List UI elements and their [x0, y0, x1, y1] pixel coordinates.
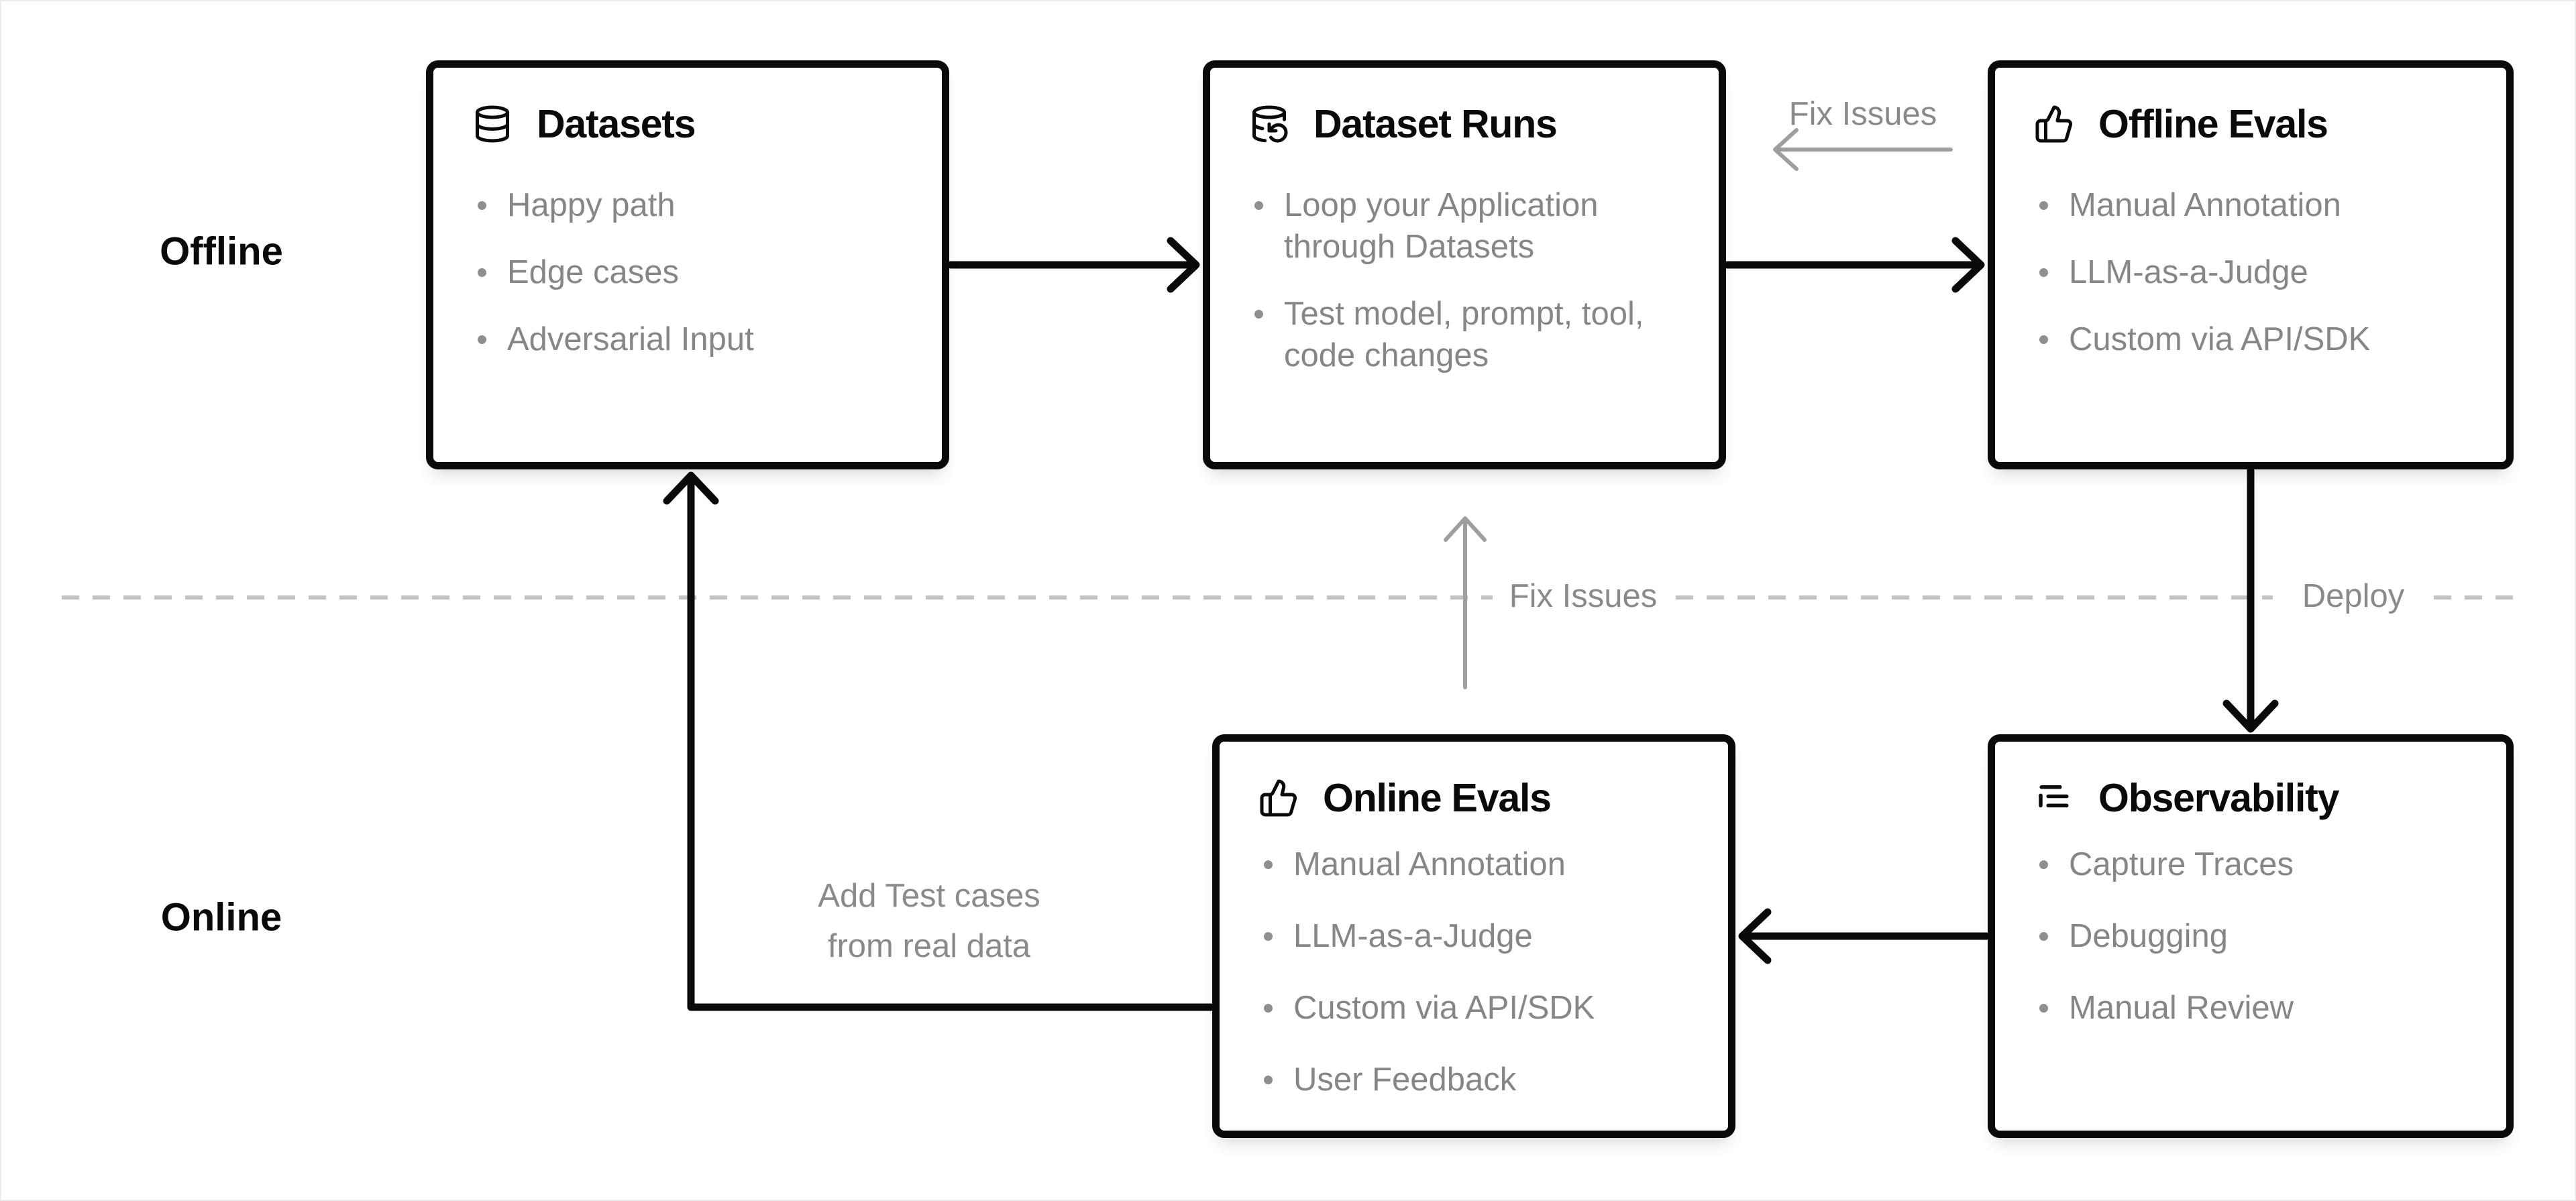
lane-label-offline: Offline	[160, 229, 283, 274]
list-item: User Feedback	[1258, 1059, 1689, 1100]
box-datasets-header: Datasets	[472, 99, 903, 150]
edge-label-add-test-cases-line1: Add Test cases	[818, 878, 1040, 914]
edge-label-fix-issues-top: Fix Issues	[1788, 96, 1937, 132]
trace-list-icon	[2039, 785, 2069, 807]
list-item: Manual Review	[2034, 987, 2467, 1029]
box-dataset-runs-header: Dataset Runs	[1249, 99, 1680, 150]
box-datasets-list: Happy path Edge cases Adversarial Input	[472, 184, 903, 360]
thumbs-up-icon	[2035, 105, 2073, 143]
box-title: Online Evals	[1323, 776, 1552, 820]
box-observability-list: Capture Traces Debugging Manual Review	[2034, 844, 2467, 1029]
edge-label-deploy: Deploy	[2302, 578, 2405, 614]
list-item: Happy path	[472, 184, 903, 226]
edge-label-add-test-cases: Add Test cases from real data	[818, 871, 1040, 972]
list-item: Manual Annotation	[1258, 844, 1689, 885]
box-offline-evals: Offline Evals Manual Annotation LLM-as-a…	[1988, 60, 2514, 469]
arrow-fix-issues-top	[1773, 128, 1953, 171]
list-item: LLM-as-a-Judge	[1258, 915, 1689, 957]
edge-label-add-test-cases-line2: from real data	[827, 928, 1031, 964]
box-dataset-runs-list: Loop your Application through Datasets T…	[1249, 184, 1680, 376]
arrow-datasets-to-dataset-runs	[947, 237, 1200, 293]
box-offline-evals-header: Offline Evals	[2034, 99, 2467, 150]
list-item: Debugging	[2034, 915, 2467, 957]
list-item: Edge cases	[472, 251, 903, 293]
arrow-offline-evals-to-observability-deploy	[2222, 467, 2279, 733]
list-item: Custom via API/SDK	[2034, 319, 2467, 360]
list-item: Loop your Application through Datasets	[1249, 184, 1680, 268]
box-title: Datasets	[537, 102, 696, 146]
arrow-online-evals-to-datasets	[663, 471, 1215, 1011]
arrow-dataset-runs-to-offline-evals	[1723, 237, 1985, 293]
box-title: Dataset Runs	[1313, 102, 1558, 146]
list-item: LLM-as-a-Judge	[2034, 251, 2467, 293]
box-observability-header: Observability	[2034, 773, 2467, 823]
database-icon	[476, 105, 509, 143]
box-title: Offline Evals	[2098, 102, 2328, 146]
list-item: Adversarial Input	[472, 319, 903, 360]
box-observability: Observability Capture Traces Debugging M…	[1988, 734, 2514, 1138]
box-dataset-runs: Dataset Runs Loop your Application throu…	[1203, 60, 1726, 469]
box-datasets: Datasets Happy path Edge cases Adversari…	[426, 60, 949, 469]
thumbs-up-icon	[1260, 779, 1297, 817]
lane-label-online: Online	[160, 895, 282, 939]
edge-label-fix-issues-middle: Fix Issues	[1509, 578, 1658, 614]
box-online-evals-list: Manual Annotation LLM-as-a-Judge Custom …	[1258, 844, 1689, 1100]
box-online-evals: Online Evals Manual Annotation LLM-as-a-…	[1212, 734, 1735, 1138]
arrow-fix-issues-middle	[1444, 516, 1487, 689]
list-item: Capture Traces	[2034, 844, 2467, 885]
box-title: Observability	[2098, 776, 2339, 820]
list-item: Custom via API/SDK	[1258, 987, 1689, 1029]
list-item: Manual Annotation	[2034, 184, 2467, 226]
box-online-evals-header: Online Evals	[1258, 773, 1689, 823]
box-offline-evals-list: Manual Annotation LLM-as-a-Judge Custom …	[2034, 184, 2467, 360]
database-loop-icon	[1252, 105, 1288, 143]
arrow-observability-to-online-evals	[1738, 908, 1990, 964]
list-item: Test model, prompt, tool, code changes	[1249, 293, 1680, 376]
